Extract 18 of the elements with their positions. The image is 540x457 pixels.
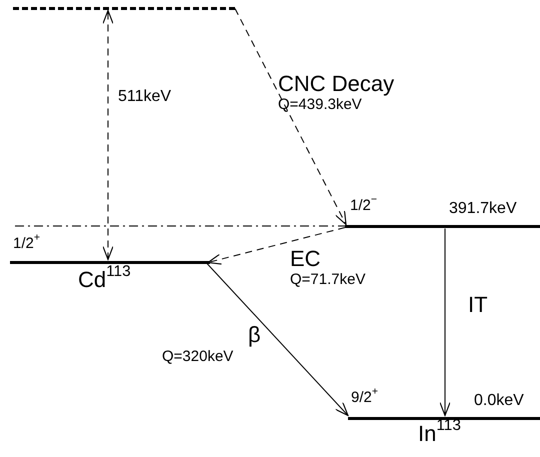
edge-label: CNC Decay <box>278 72 394 96</box>
edge-label: EC <box>290 247 321 272</box>
arrow <box>206 263 349 416</box>
energy-label: 0.0keV <box>474 392 524 410</box>
edge-label: β <box>248 323 261 348</box>
q-value-label: Q=439.3keV <box>278 97 362 114</box>
arrow <box>207 227 346 265</box>
arrow <box>102 10 114 260</box>
edge-label: IT <box>468 293 488 318</box>
edge-label: 511keV <box>118 88 172 106</box>
q-value-label: Q=320keV <box>162 349 234 366</box>
spin-parity-label: 1/2$^{−}$ <box>350 198 377 214</box>
arrow <box>234 8 347 226</box>
energy-label: 391.7keV <box>449 200 517 218</box>
arrow <box>439 228 451 416</box>
q-value-label: Q=71.7keV <box>290 272 366 288</box>
spin-parity-label: 1/2$^{+}$ <box>13 236 40 252</box>
spin-parity-label: 9/2$^{+}$ <box>351 390 378 406</box>
